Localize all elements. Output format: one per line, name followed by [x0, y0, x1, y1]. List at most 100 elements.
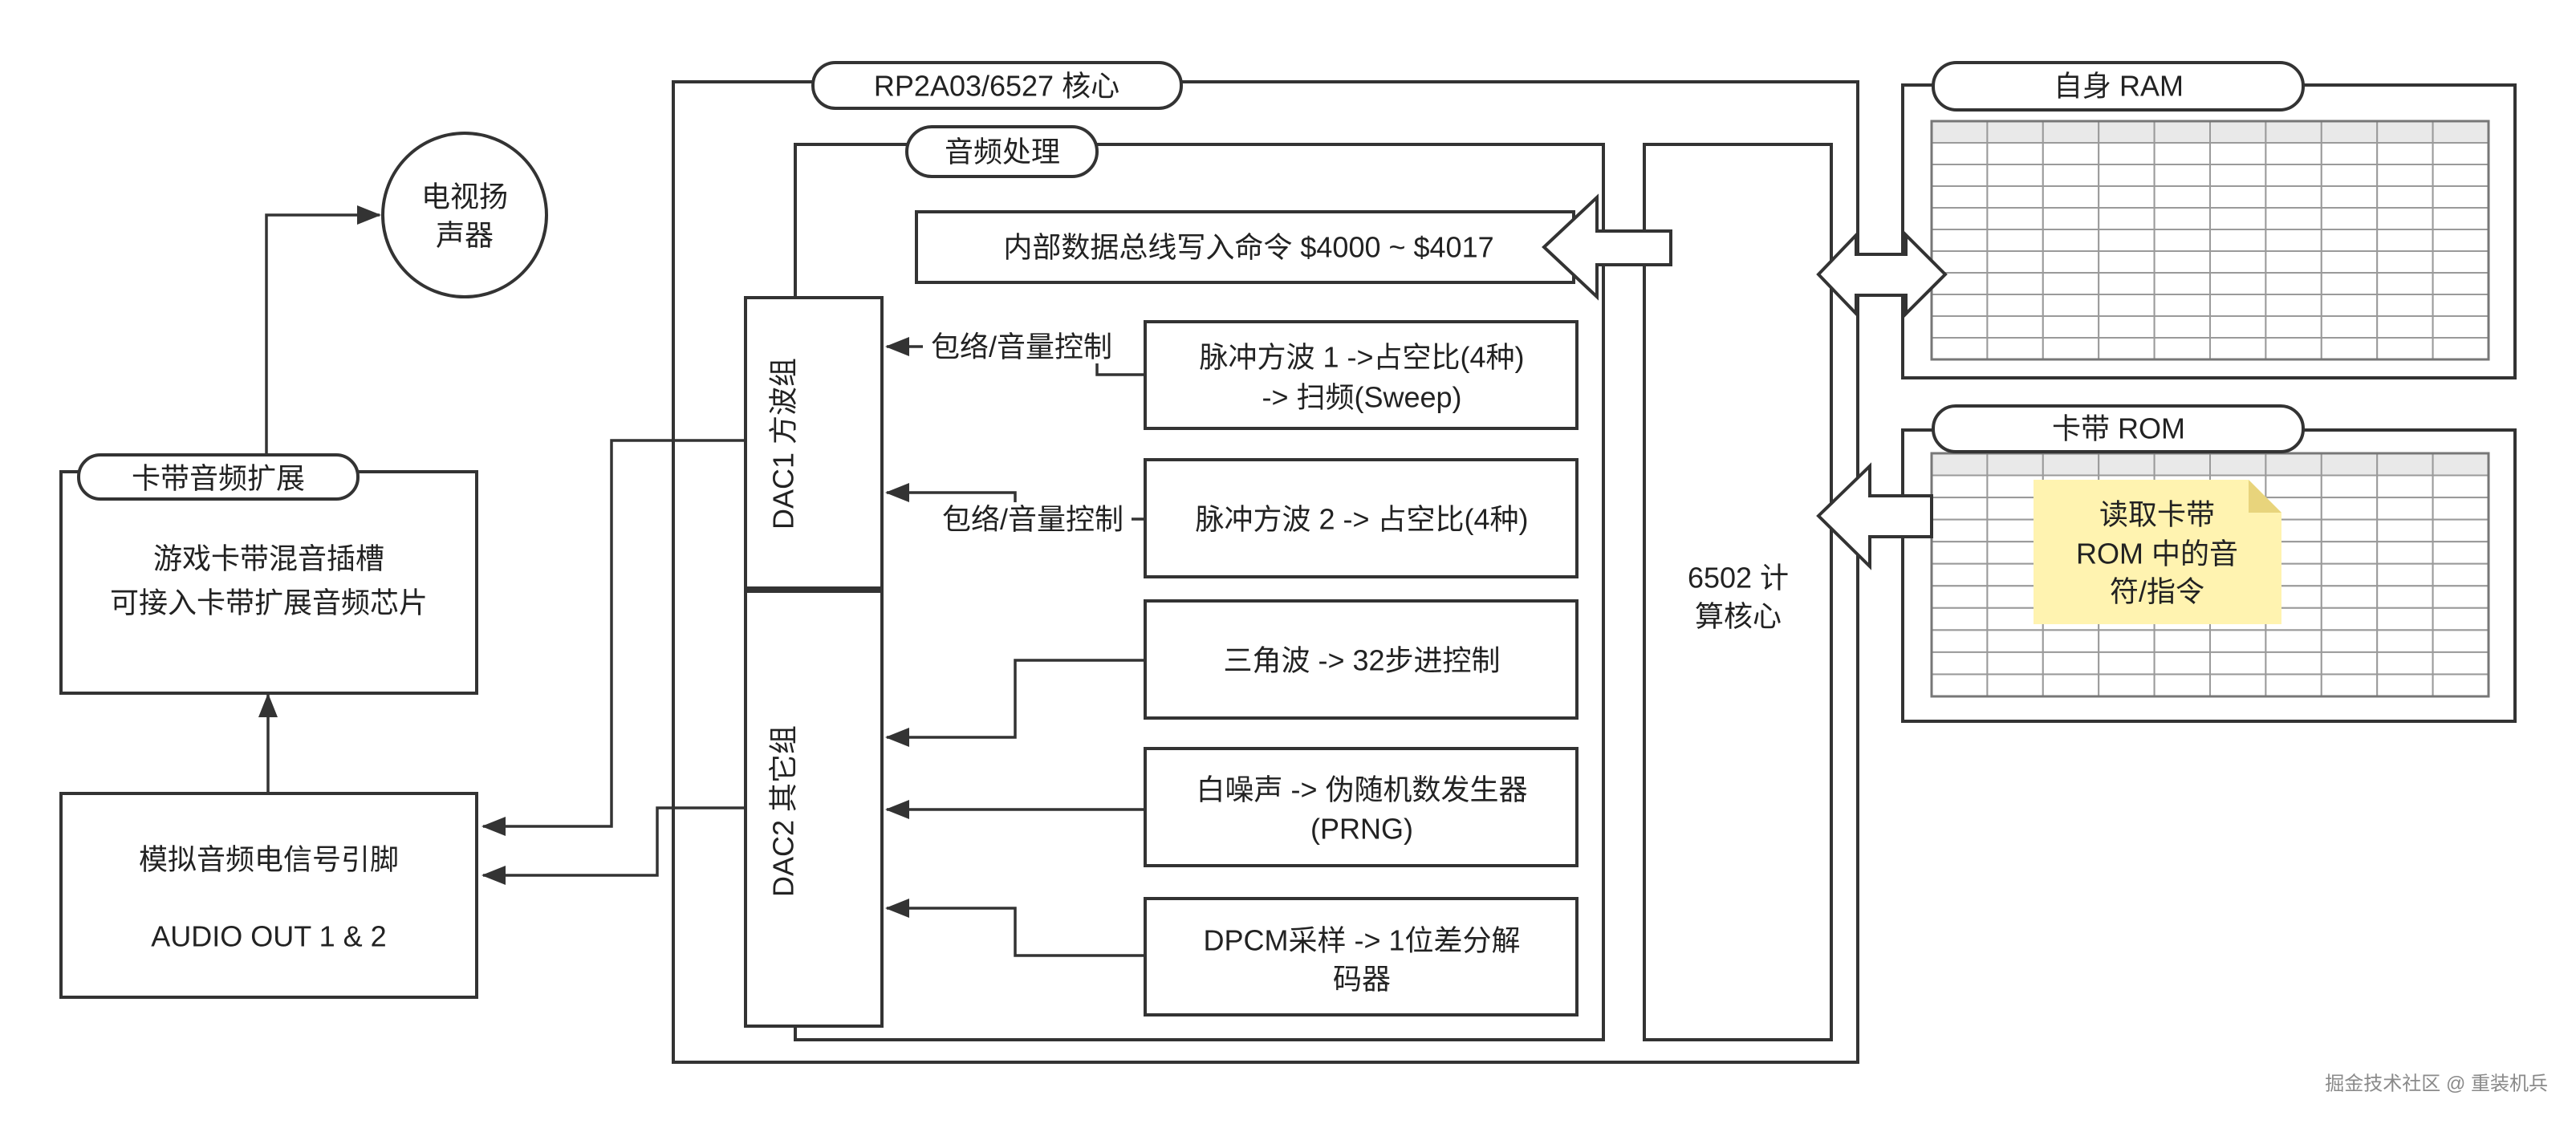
table-cell	[2432, 585, 2490, 609]
table-cell	[2432, 250, 2490, 274]
table-header-cell	[2098, 120, 2155, 144]
table-cell	[2042, 272, 2100, 295]
core-tab-shape	[811, 61, 1183, 110]
table-header-cell	[2042, 120, 2100, 144]
table-cell	[1931, 497, 1989, 521]
table-cell	[2320, 229, 2379, 252]
table-cell	[2376, 497, 2434, 521]
sticky-note-paper	[2034, 480, 2281, 624]
cartridge-expansion-line-1: 游戏卡带混音插槽	[153, 542, 384, 575]
table-header-cell	[2265, 452, 2322, 477]
table-cell	[2265, 250, 2322, 274]
cartridge-expansion-line-2: 可接入卡带扩展音频芯片	[110, 586, 428, 619]
output-wires	[258, 205, 746, 885]
cartridge-expansion-frame	[59, 470, 478, 695]
pulse2-control-label-bg	[935, 502, 1132, 536]
table-cell	[2209, 229, 2267, 252]
table-cell	[2098, 315, 2155, 339]
table-header-cell	[2432, 120, 2490, 144]
table-header-cell	[2320, 120, 2379, 144]
core-tab-label: RP2A03/6527 核心	[874, 70, 1119, 103]
dac2-frame	[744, 590, 884, 1028]
table-cell	[2098, 207, 2155, 230]
table-header-cell	[1986, 120, 2044, 144]
table-header-cell	[2432, 452, 2490, 477]
table-cell	[1986, 337, 2044, 360]
table-cell	[2376, 185, 2434, 209]
table-cell	[2042, 207, 2100, 230]
table-cell	[2153, 229, 2212, 252]
tv-speaker-line-2: 声器	[436, 219, 494, 252]
table-cell	[2320, 497, 2379, 521]
table-cell	[2376, 337, 2434, 360]
table-cell	[2209, 207, 2267, 230]
table-cell	[2376, 164, 2434, 187]
table-cell	[2432, 474, 2490, 498]
table-cell	[2432, 337, 2490, 360]
table-cell	[2320, 250, 2379, 274]
table-cell	[2042, 294, 2100, 317]
table-cell	[2320, 272, 2379, 295]
table-cell	[1931, 629, 1989, 653]
table-cell	[2320, 518, 2379, 543]
pulse2-control-text: 包络/音量控制	[942, 503, 1123, 536]
table-header-cell	[2376, 120, 2434, 144]
table-cell	[1931, 651, 1989, 676]
pulse2-control-label: 包络/音量控制	[935, 502, 1132, 536]
table-header-cell	[2320, 452, 2379, 477]
table-cell	[2320, 207, 2379, 230]
table-cell	[2098, 250, 2155, 274]
table-cell	[2042, 250, 2100, 274]
dpcm-channel: DPCM采样 -> 1位差分解 码器	[1144, 897, 1579, 1016]
table-cell	[2320, 164, 2379, 187]
table-cell	[2265, 207, 2322, 230]
rom-to-cpu-arrow	[1816, 462, 1933, 570]
table-cell	[2153, 142, 2212, 165]
table-cell	[2209, 272, 2267, 295]
expansion-to-speaker-arrow	[265, 205, 381, 455]
table-cell	[2209, 185, 2267, 209]
table-cell	[1931, 185, 1989, 209]
table-cell	[2432, 315, 2490, 339]
table-cell	[2153, 337, 2212, 360]
table-cell	[1986, 142, 2044, 165]
table-header-cell	[2376, 452, 2434, 477]
table-cell	[2209, 337, 2267, 360]
table-header-cell	[2209, 452, 2267, 477]
cartridge-expansion-block: 卡带音频扩展 游戏卡带混音插槽 可接入卡带扩展音频芯片	[59, 453, 478, 695]
table-cell	[2042, 315, 2100, 339]
sticky-note-line-2: ROM 中的音	[2076, 538, 2238, 570]
table-cell	[2432, 607, 2490, 631]
table-cell	[1931, 585, 1989, 609]
table-cell	[2376, 607, 2434, 631]
table-cell	[2153, 272, 2212, 295]
ram-table	[1930, 120, 2490, 361]
dac1-to-audio-out-arrow	[481, 439, 746, 836]
table-cell	[1931, 207, 1989, 230]
table-cell	[2320, 294, 2379, 317]
table-header-cell	[2265, 120, 2322, 144]
table-cell	[2265, 651, 2322, 676]
table-cell	[2265, 315, 2322, 339]
ram-tab	[1932, 61, 2305, 112]
pulse1-control-label: 包络/音量控制	[923, 330, 1119, 363]
table-cell	[1931, 673, 1989, 697]
table-cell	[1986, 185, 2044, 209]
table-cell	[2432, 562, 2490, 587]
table-cell	[2320, 562, 2379, 587]
core-tab: RP2A03/6527 核心	[811, 61, 1183, 110]
table-cell	[2098, 629, 2155, 653]
table-cell	[1931, 607, 1989, 631]
table-header-cell	[2098, 452, 2155, 477]
table-cell	[2320, 607, 2379, 631]
table-cell	[2098, 164, 2155, 187]
table-cell	[2376, 673, 2434, 697]
table-cell	[2209, 673, 2267, 697]
noise-line-2: (PRNG)	[1310, 813, 1413, 846]
table-cell	[2265, 229, 2322, 252]
triangle-frame	[1144, 599, 1579, 720]
table-cell	[2376, 207, 2434, 230]
table-cell	[2376, 562, 2434, 587]
dpcm-to-dac2-arrow	[885, 899, 1145, 957]
